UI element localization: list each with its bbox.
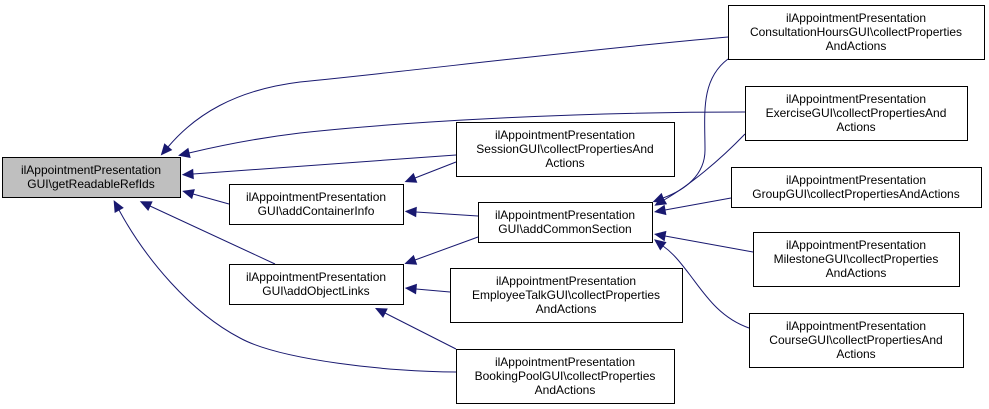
edge-session-to-root [192,154,457,175]
arrowhead-employeeTalk-to-addObjectLinks [404,283,417,295]
node-label-line: ilAppointmentPresentation [786,238,926,252]
arrowhead-exercise-to-addCommonSection [654,195,668,206]
node-consultation[interactable]: ilAppointmentPresentationConsultationHou… [728,5,985,60]
node-bookingPool[interactable]: ilAppointmentPresentationBookingPoolGUI\… [456,349,675,404]
node-label-line: GUI\addObjectLinks [262,284,369,298]
node-box-addObjectLinks [229,264,404,305]
node-label-line: ConsultationHoursGUI\collectProperties [750,25,962,39]
node-label-line: CourseGUI\collectPropertiesAnd [769,333,942,347]
node-label-line: ilAppointmentPresentation [786,11,926,25]
node-label-line: ilAppointmentPresentation [786,92,926,106]
edge-exercise-to-addCommonSection [663,133,746,201]
node-label-line: BookingPoolGUI\collectProperties [475,369,656,383]
node-label-line: EmployeeTalkGUI\collectProperties [472,288,660,302]
arrowhead-group-to-addCommonSection [653,204,667,216]
node-label-line: ilAppointmentPresentation [495,355,635,369]
node-addObjectLinks[interactable]: ilAppointmentPresentationGUI\addObjectLi… [229,264,404,305]
node-label-line: AndActions [826,266,887,280]
arrowhead-session-to-addContainerInfo [404,172,418,183]
node-label-line: AndActions [536,302,597,316]
node-label-line: Actions [545,156,584,170]
node-box-session [456,122,675,177]
edge-milestone-to-addCommonSection [664,235,754,253]
node-box-group [731,167,982,208]
node-group[interactable]: ilAppointmentPresentationGroupGUI\collec… [731,167,982,208]
node-session[interactable]: ilAppointmentPresentationSessionGUI\coll… [456,122,675,177]
arrowhead-addObjectLinks-to-root [139,201,153,212]
edge-exercise-to-root [188,111,746,154]
node-addContainerInfo[interactable]: ilAppointmentPresentationGUI\addContaine… [229,184,404,225]
arrowhead-exercise-to-root [178,147,191,159]
edge-group-to-addCommonSection [664,197,732,211]
node-label-line: ilAppointmentPresentation [21,163,161,177]
nodes-layer: ilAppointmentPresentationGUI\getReadable… [2,5,985,404]
node-label-line: ilAppointmentPresentation [786,319,926,333]
node-box-addCommonSection [478,202,653,243]
node-label-line: ilAppointmentPresentation [786,173,926,187]
arrowhead-bookingPool-to-addObjectLinks [375,307,388,318]
arrowhead-addCommonSection-to-addContainerInfo [404,206,417,218]
node-box-consultation [728,5,985,60]
node-employeeTalk[interactable]: ilAppointmentPresentationEmployeeTalkGUI… [450,268,683,323]
edge-addCommonSection-to-addContainerInfo [415,211,479,217]
node-box-employeeTalk [450,268,683,323]
node-label-line: GUI\getReadableRefIds [27,177,154,191]
edge-addContainerInfo-to-root [192,193,230,205]
node-box-exercise [745,86,968,141]
node-label-line: GUI\addContainerInfo [258,204,375,218]
arrowhead-session-to-root [181,168,194,180]
edge-consultation-to-root [167,36,729,148]
node-label-line: Actions [836,347,875,361]
edge-addCommonSection-to-addObjectLinks [414,236,479,261]
edge-addObjectLinks-to-root [149,205,276,265]
node-label-line: MilestoneGUI\collectProperties [774,252,939,266]
arrowhead-milestone-to-addCommonSection [653,230,667,242]
node-milestone[interactable]: ilAppointmentPresentationMilestoneGUI\co… [753,232,960,287]
node-label-line: ilAppointmentPresentation [496,274,636,288]
node-label-line: ExerciseGUI\collectPropertiesAnd [766,106,947,120]
node-box-root [2,157,181,198]
node-box-milestone [753,232,960,287]
node-label-line: AndActions [535,383,596,397]
node-addCommonSection[interactable]: ilAppointmentPresentationGUI\addCommonSe… [478,202,653,243]
edge-bookingPool-to-root [118,209,457,373]
edge-session-to-addContainerInfo [414,161,457,179]
node-root[interactable]: ilAppointmentPresentationGUI\getReadable… [2,157,181,198]
node-label-line: ilAppointmentPresentation [495,208,635,222]
node-exercise[interactable]: ilAppointmentPresentationExerciseGUI\col… [745,86,968,141]
edge-bookingPool-to-addObjectLinks [384,312,457,350]
node-label-line: ilAppointmentPresentation [246,190,386,204]
arrowhead-addContainerInfo-to-root [182,189,195,200]
node-course[interactable]: ilAppointmentPresentationCourseGUI\colle… [749,313,964,368]
arrowhead-addCommonSection-to-addObjectLinks [404,254,418,265]
arrowhead-bookingPool-to-root [113,200,124,214]
node-box-addContainerInfo [229,184,404,225]
arrowhead-course-to-addCommonSection [654,239,667,251]
edges-layer [113,36,754,373]
node-label-line: Actions [836,120,875,134]
arrowhead-consultation-to-root [160,143,173,156]
node-box-course [749,313,964,368]
node-label-line: GUI\addCommonSection [498,222,631,236]
edge-employeeTalk-to-addObjectLinks [415,288,451,293]
node-label-line: ilAppointmentPresentation [246,270,386,284]
node-label-line: ilAppointmentPresentation [495,128,635,142]
node-label-line: AndActions [826,39,887,53]
node-box-bookingPool [456,349,675,404]
node-label-line: SessionGUI\collectPropertiesAnd [476,142,653,156]
node-label-line: GroupGUI\collectPropertiesAndActions [752,187,959,201]
edge-course-to-addCommonSection [662,245,750,329]
